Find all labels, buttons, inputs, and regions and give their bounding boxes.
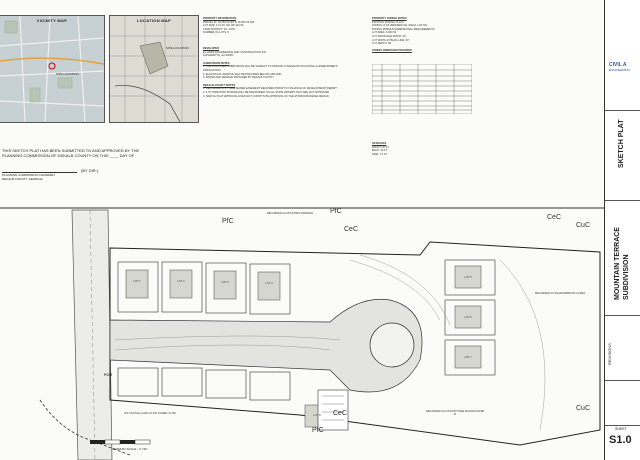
- subdivision-note: 3. WATER AND SEWAGE PROVIDED BY DEKALB C…: [203, 76, 275, 80]
- vicinity-site-label: SITE LOCATION: [56, 72, 79, 76]
- zoning-line: LOT WIDTH AT BLDG LINE: 60': [372, 38, 409, 42]
- sheet-number: S1.0: [609, 434, 632, 446]
- certification-block: THIS SKETCH PLAT HAS BEEN SUBMITTED TO A…: [2, 148, 192, 181]
- location-map-title: LOCATION MAP: [136, 18, 172, 23]
- subdivision-notes-title: SUBDIVISION NOTES: [203, 61, 230, 65]
- soil-label: CuC: [576, 405, 591, 412]
- title-divider: [605, 315, 640, 316]
- signature-by: (BY DIR.): [81, 168, 99, 173]
- zoning-line: LOT DEPTH: 80': [372, 42, 392, 46]
- project-name: MOUNTAIN TERRACE SUBDIVISION: [614, 227, 630, 300]
- adjacent-parcel-label: RECORDED AS MOUNTAIN TERRACE: [266, 212, 314, 215]
- dekalb-note: 1. RECORDED 25 FT SIDE SEWER EASEMENT RE…: [203, 87, 337, 91]
- title-divider: [605, 200, 640, 201]
- lot-label: LOT 5: [464, 276, 472, 279]
- setback-line: SIDE: 7.5 FT: [372, 152, 387, 156]
- property-info-line: PARCEL ID: 18 050 03 005 & 18 050 03 006: [203, 20, 255, 24]
- soil-label: PfC: [222, 218, 234, 225]
- signature-role-2: DEKALB COUNTY, GEORGIA: [2, 177, 43, 181]
- company-logo: CIVIL A ENGINEERING: [609, 62, 639, 82]
- certification-line-2: PLANNING COMMISSION OF DEKALB COUNTY ON …: [2, 153, 135, 158]
- soil-label: PfC: [312, 427, 324, 434]
- dekalb-note: 3. SKETCH PLAT APPROVAL DOES NOT CONSTIT…: [203, 94, 329, 98]
- vicinity-map-drawing: [0, 16, 104, 122]
- property-info-block: PROPERTY INFORMATION PARCEL ID: 18 050 0…: [203, 17, 353, 98]
- developer-line: ALPHARETTA, GA 30005: [203, 54, 233, 58]
- title-divider: [605, 425, 640, 426]
- lot-label: LOT 3: [221, 281, 229, 284]
- zoning-line: LOT FRONTAGE WIDTH: 60': [372, 34, 406, 38]
- lot-label: LOT 7: [464, 356, 472, 359]
- soil-label: PfC: [330, 208, 342, 215]
- developer-title: DEVELOPER: [203, 46, 219, 50]
- setback-line: BACK: 30 FT: [372, 149, 388, 153]
- dekalb-notes-title: DEKALB COUNTY NOTES: [203, 83, 236, 87]
- zoning-line: ZONING MINIMUM DIMENSIONAL REQUIREMENTS: [372, 27, 435, 31]
- developer-line: EL HAWK ENGINEERING AND CONSTRUCTION INC…: [203, 50, 267, 54]
- vicinity-map-title: VICINITY MAP: [36, 18, 68, 23]
- setbacks-title: SETBACKS: [372, 142, 387, 145]
- zoning-table: [372, 64, 472, 114]
- lot-label: LOT 6: [464, 316, 472, 319]
- property-info-line: NUMBER OF LOTS: 8: [203, 31, 229, 35]
- adjacent-parcel-label: RECORDED AS SHADOWBROOK ACRES: [534, 292, 586, 295]
- zoning-line: EXISTING ZONING: R-100: [372, 20, 404, 24]
- location-map-drawing: [110, 16, 198, 122]
- title-block: CIVIL A ENGINEERING SKETCH PLAT MOUNTAIN…: [604, 0, 640, 460]
- zoning-line: ZONING: R-60 (RESIDENTIAL SMALL LOT-60): [372, 24, 428, 28]
- title-divider: [605, 380, 640, 381]
- sheet-title: SKETCH PLAT: [618, 119, 625, 168]
- adjacent-parcel-label: RECORDED AS COUNTRYSIDE MANOR PHASE III: [425, 410, 485, 417]
- company-name: CIVIL A: [609, 62, 627, 68]
- sheet-label: SHEET: [615, 427, 627, 431]
- certification-line-1: THIS SKETCH PLAT HAS BEEN SUBMITTED TO A…: [2, 148, 140, 153]
- soil-label: CeC: [333, 410, 348, 417]
- location-site-label: SITE LOCATION: [166, 46, 189, 50]
- zoning-line: LOT AREA: 6,000 SF: [372, 31, 397, 35]
- company-sub: ENGINEERING: [609, 68, 631, 72]
- soil-label: CeC: [344, 226, 359, 233]
- property-info-line: LOT SIZE: 2.71 AC OR 118,132 SF: [203, 24, 244, 28]
- vicinity-map: VICINITY MAP SITE LOCATION: [0, 15, 105, 123]
- soil-label: CuC: [576, 222, 591, 229]
- lot-label: LOT 1: [133, 280, 141, 283]
- signature-role-1: PLANNING COMMISSION CHAIRMAN: [2, 173, 55, 177]
- site-plan-drawing: [0, 207, 604, 460]
- zoning-notes-title: PROPERTY ZONING NOTES: [372, 17, 407, 20]
- lot-label: LOT 8: [313, 414, 321, 417]
- adjacent-parcel-label: N/F CASTILE LAND CO INC ZONED: R-100: [124, 412, 176, 415]
- location-map: LOCATION MAP SITE LOCATION: [109, 15, 199, 123]
- lot-label: LOT 4: [265, 282, 273, 285]
- revisions-label: REVISIONS: [607, 343, 612, 365]
- lot-label: LOT 2: [177, 280, 185, 283]
- pcm-label: PCM: [104, 373, 112, 377]
- subdivision-note: 2. ELECTRICAL SERVICE WILL BE PROVIDED B…: [203, 72, 282, 76]
- setback-line: FRONT: 20 FT: [372, 145, 389, 149]
- signature-line: [2, 168, 77, 173]
- soil-label: CeC: [547, 214, 562, 221]
- property-info-line: LAND DISTRICT: 18 - 10TH: [203, 27, 236, 31]
- subdivision-note: 1. THE PROPOSED SUBDIVISION WILL BE SUBJ…: [203, 65, 338, 72]
- property-info-title: PROPERTY INFORMATION: [203, 17, 237, 20]
- graphic-scale-label: GRAPHIC SCALE - 1"=30': [112, 447, 148, 451]
- title-divider: [605, 110, 640, 111]
- setbacks-block: SETBACKS FRONT: 20 FT BACK: 30 FT SIDE: …: [372, 142, 432, 156]
- zoning-table-title: ZONING DIMENSION PROVIDED: [372, 48, 412, 52]
- zoning-notes-block: PROPERTY ZONING NOTES EXISTING ZONING: R…: [372, 17, 482, 52]
- dekalb-note: 2. A 75' TRIBUTARY BUFFER WILL BE MAINTA…: [203, 90, 330, 94]
